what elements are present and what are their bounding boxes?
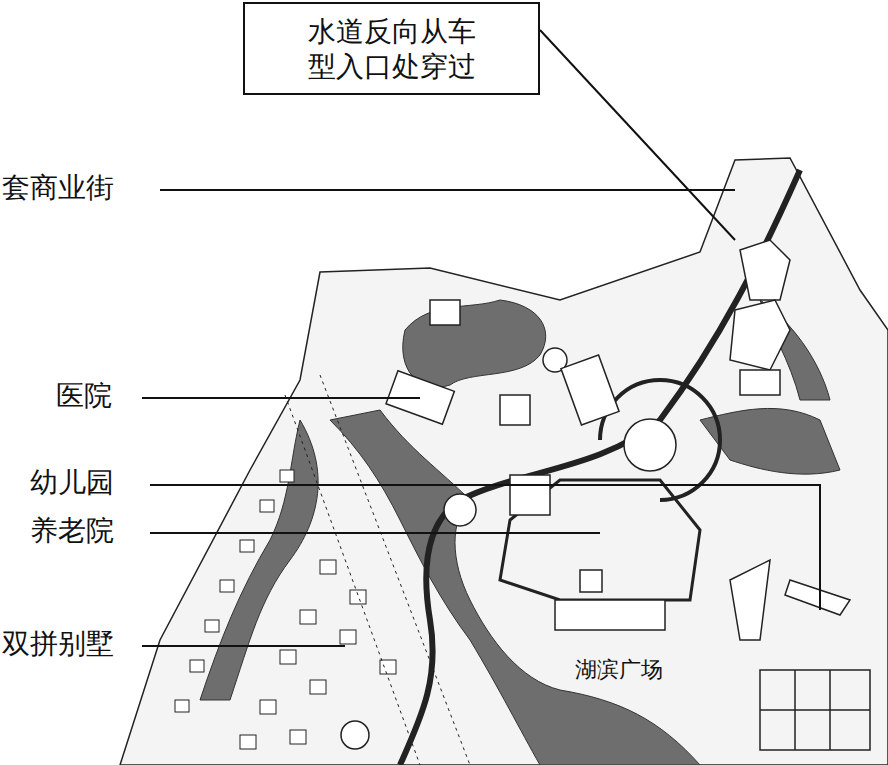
villa — [220, 580, 234, 592]
green-belt — [200, 420, 318, 700]
villa — [205, 620, 219, 632]
roundabout — [341, 721, 369, 749]
building — [580, 570, 602, 592]
building — [740, 370, 780, 395]
villa — [300, 610, 316, 624]
roundabout — [444, 494, 476, 526]
east-grid — [760, 670, 870, 750]
site-boundary — [120, 158, 888, 765]
place-name: 湖滨广场 — [572, 658, 666, 682]
east-building — [785, 580, 850, 615]
villa — [290, 730, 306, 744]
street-buildings — [740, 240, 790, 300]
valley-water — [330, 410, 700, 765]
villa — [320, 560, 336, 574]
callout-label: 养老院 — [30, 516, 114, 547]
villa — [340, 630, 356, 644]
villa — [240, 735, 256, 749]
note-box: 水道反向从车 型入口处穿过 — [243, 2, 540, 95]
building — [510, 475, 550, 515]
villa — [280, 470, 294, 482]
callout-label: 幼儿园 — [30, 468, 114, 499]
callout-label: 双拼别墅 — [2, 629, 114, 660]
villa — [350, 590, 366, 604]
villa — [240, 540, 254, 552]
hospital-building — [430, 300, 460, 325]
villa — [380, 660, 396, 674]
villa — [280, 650, 296, 664]
east-building — [730, 560, 770, 640]
main-road — [400, 170, 800, 765]
callout-label: 套商业街 — [2, 173, 114, 204]
pond — [403, 300, 546, 387]
street-buildings — [730, 300, 790, 370]
leader-lines — [142, 30, 820, 646]
villa — [175, 700, 189, 712]
callout-label: 医院 — [56, 381, 112, 412]
roundabout — [624, 419, 676, 471]
villa — [190, 660, 204, 672]
villa — [310, 680, 326, 694]
villa — [260, 700, 276, 714]
building — [561, 355, 619, 425]
building — [500, 395, 530, 425]
villa — [260, 500, 274, 512]
note-text: 水道反向从车 型入口处穿过 — [302, 14, 482, 84]
plaza-building — [555, 600, 665, 630]
